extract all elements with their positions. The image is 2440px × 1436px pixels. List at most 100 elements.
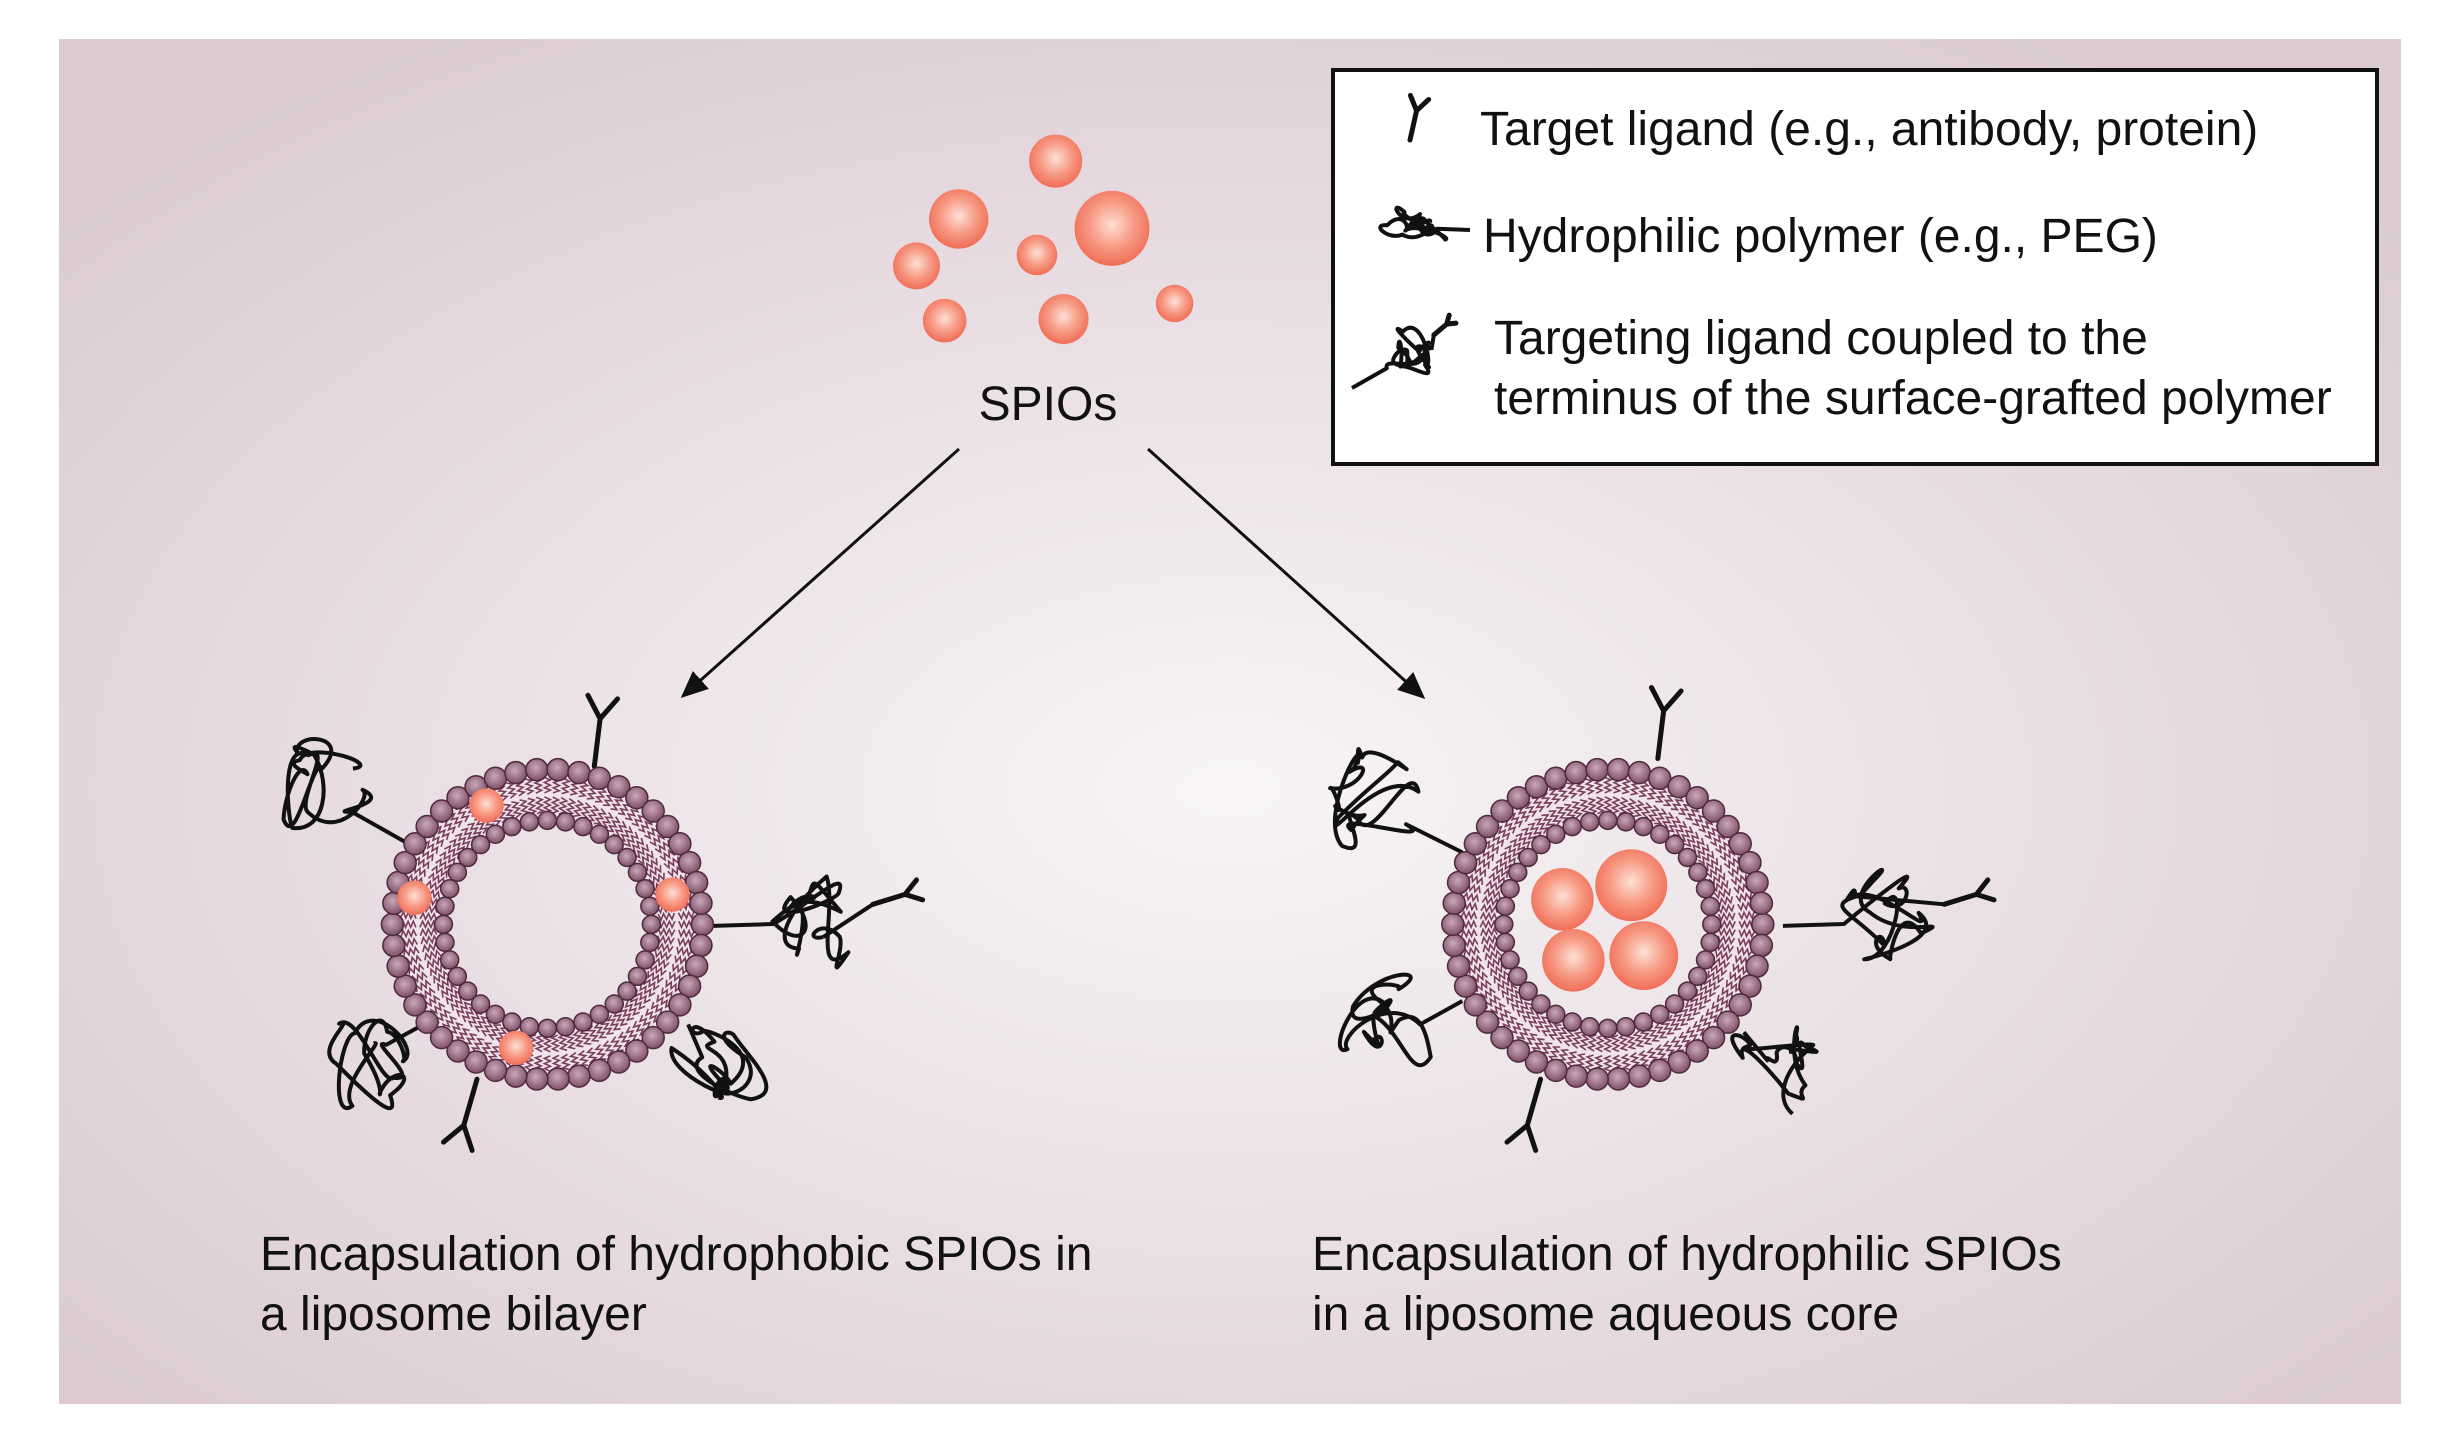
lipid-head-inner bbox=[1688, 862, 1708, 883]
lipid-head-inner bbox=[627, 862, 648, 883]
spio-particle bbox=[922, 298, 967, 343]
lipid-head-inner bbox=[1546, 1004, 1566, 1025]
lipid-tails bbox=[1460, 776, 1756, 1073]
lipid-head-outer bbox=[567, 760, 591, 785]
legend-ligand-polymer-label-line1: Targeting ligand coupled to the bbox=[1494, 312, 2148, 365]
lipid-head-inner bbox=[502, 1012, 522, 1032]
lipid-head-outer bbox=[382, 933, 406, 958]
caption-right-line2: in a liposome aqueous core bbox=[1312, 1288, 1899, 1341]
lipid-head-outer bbox=[415, 814, 439, 839]
lipid-head-inner bbox=[573, 1012, 593, 1032]
lipid-head-outer bbox=[1453, 974, 1478, 998]
hydrophilic-polymer-icon bbox=[1328, 747, 1464, 855]
lipid-head-inner bbox=[1664, 994, 1685, 1014]
lipid-head-inner bbox=[439, 879, 460, 899]
lipid-head-outer bbox=[1701, 1025, 1726, 1050]
lipid-head-inner bbox=[604, 834, 624, 855]
lipid-head-inner bbox=[1616, 1016, 1636, 1037]
spio-particle bbox=[1609, 921, 1679, 991]
spios-label: SPIOs bbox=[979, 378, 1118, 431]
lipid-head-outer bbox=[1667, 1050, 1691, 1074]
lipid-head-outer bbox=[668, 993, 692, 1017]
spio-particle bbox=[1016, 234, 1058, 276]
target-ligand-icon bbox=[1941, 877, 1997, 907]
spio-particle bbox=[469, 788, 504, 823]
lipid-head-inner bbox=[1500, 879, 1520, 899]
lipid-head-outer bbox=[546, 1067, 570, 1091]
lipid-head-outer bbox=[1564, 1064, 1589, 1088]
lipid-head-inner bbox=[627, 966, 648, 987]
lipid-head-outer bbox=[1647, 1058, 1672, 1083]
lipid-head-inner bbox=[1562, 816, 1582, 837]
lipid-head-inner bbox=[1700, 896, 1720, 917]
lipid-head-inner bbox=[433, 914, 454, 935]
lipid-head-inner bbox=[589, 1004, 610, 1025]
lipid-head-inner bbox=[617, 981, 637, 1001]
hydrophilic-polymer-icon bbox=[327, 1014, 439, 1111]
lipid-head-outer bbox=[1606, 1067, 1631, 1091]
lipid-head-outer bbox=[1446, 954, 1471, 978]
bilayer-band bbox=[1452, 769, 1763, 1080]
lipid-head-outer bbox=[1524, 1050, 1549, 1074]
lipid-head-outer bbox=[483, 766, 508, 791]
lipid-head-outer bbox=[403, 993, 427, 1017]
lipid-head-inner bbox=[1495, 896, 1516, 917]
lipid-head-outer bbox=[1442, 891, 1466, 915]
lipid-head-outer bbox=[677, 850, 702, 875]
hydrophilic-polymer-icon bbox=[281, 737, 411, 847]
lipid-head-inner bbox=[1546, 824, 1566, 845]
lipid-head-inner bbox=[457, 847, 478, 868]
lipid-head-outer bbox=[1685, 1039, 1709, 1063]
lipid-head-outer bbox=[1475, 814, 1500, 839]
lipid-head-inner bbox=[573, 816, 593, 837]
lipid-head-outer bbox=[1524, 774, 1549, 799]
lipid-head-inner bbox=[1494, 914, 1514, 935]
lipid-head-outer bbox=[1585, 757, 1609, 782]
lipid-head-inner bbox=[1579, 1016, 1600, 1037]
lipid-head-outer bbox=[429, 1025, 454, 1050]
lipid-head-outer bbox=[393, 850, 417, 875]
liposome-core-loaded bbox=[1328, 684, 1997, 1153]
lipid-head-inner bbox=[1507, 862, 1528, 883]
lipid-head-inner bbox=[1664, 834, 1685, 855]
legend-ligand-polymer-label-line2: terminus of the surface-grafted polymer bbox=[1494, 372, 2332, 425]
lipid-head-inner bbox=[1616, 812, 1636, 832]
lipid-head-outer bbox=[1446, 870, 1471, 895]
lipid-head-inner bbox=[1650, 1004, 1670, 1025]
spio-particle bbox=[929, 189, 989, 249]
lipid-head-outer bbox=[1745, 870, 1769, 895]
lipid-head-inner bbox=[1598, 810, 1618, 831]
lipid-head-outer bbox=[1606, 757, 1631, 782]
spio-particle bbox=[1595, 849, 1668, 922]
lipid-head-inner bbox=[470, 834, 491, 855]
lipid-head-outer bbox=[655, 814, 680, 839]
lipid-head-outer bbox=[1751, 912, 1775, 937]
lipid-head-inner bbox=[635, 950, 655, 970]
polymer-ligand-link bbox=[1429, 334, 1436, 351]
lipid-head-inner bbox=[640, 932, 660, 953]
lipid-head-outer bbox=[1506, 1039, 1531, 1063]
lipid-head-inner bbox=[1518, 847, 1538, 868]
lipid-head-outer bbox=[1441, 912, 1465, 937]
hydrophilic-polymer-icon bbox=[669, 1023, 769, 1102]
hydrophilic-polymer-icon bbox=[1351, 326, 1434, 390]
lipid-head-outer bbox=[1749, 933, 1774, 958]
legend-target-ligand-label: Target ligand (e.g., antibody, protein) bbox=[1480, 103, 2258, 156]
lipid-head-outer bbox=[1716, 1010, 1740, 1034]
spio-cluster bbox=[893, 134, 1194, 345]
lipid-head-outer bbox=[504, 760, 528, 785]
lipid-head-inner bbox=[485, 1004, 506, 1025]
lipid-head-inner bbox=[1688, 966, 1708, 987]
lipid-head-inner bbox=[435, 896, 455, 917]
lipid-head-outer bbox=[587, 766, 612, 791]
lipid-head-outer bbox=[1728, 832, 1752, 856]
lipid-head-inner bbox=[1579, 812, 1600, 832]
lipid-head-inner bbox=[537, 1018, 558, 1039]
lipid-head-inner bbox=[1562, 1012, 1582, 1032]
lipid-head-outer bbox=[1667, 774, 1691, 799]
lipid-head-inner bbox=[447, 966, 468, 987]
lipid-head-outer bbox=[546, 757, 570, 782]
lipid-head-inner bbox=[640, 896, 660, 917]
lipid-head-inner bbox=[617, 847, 637, 868]
